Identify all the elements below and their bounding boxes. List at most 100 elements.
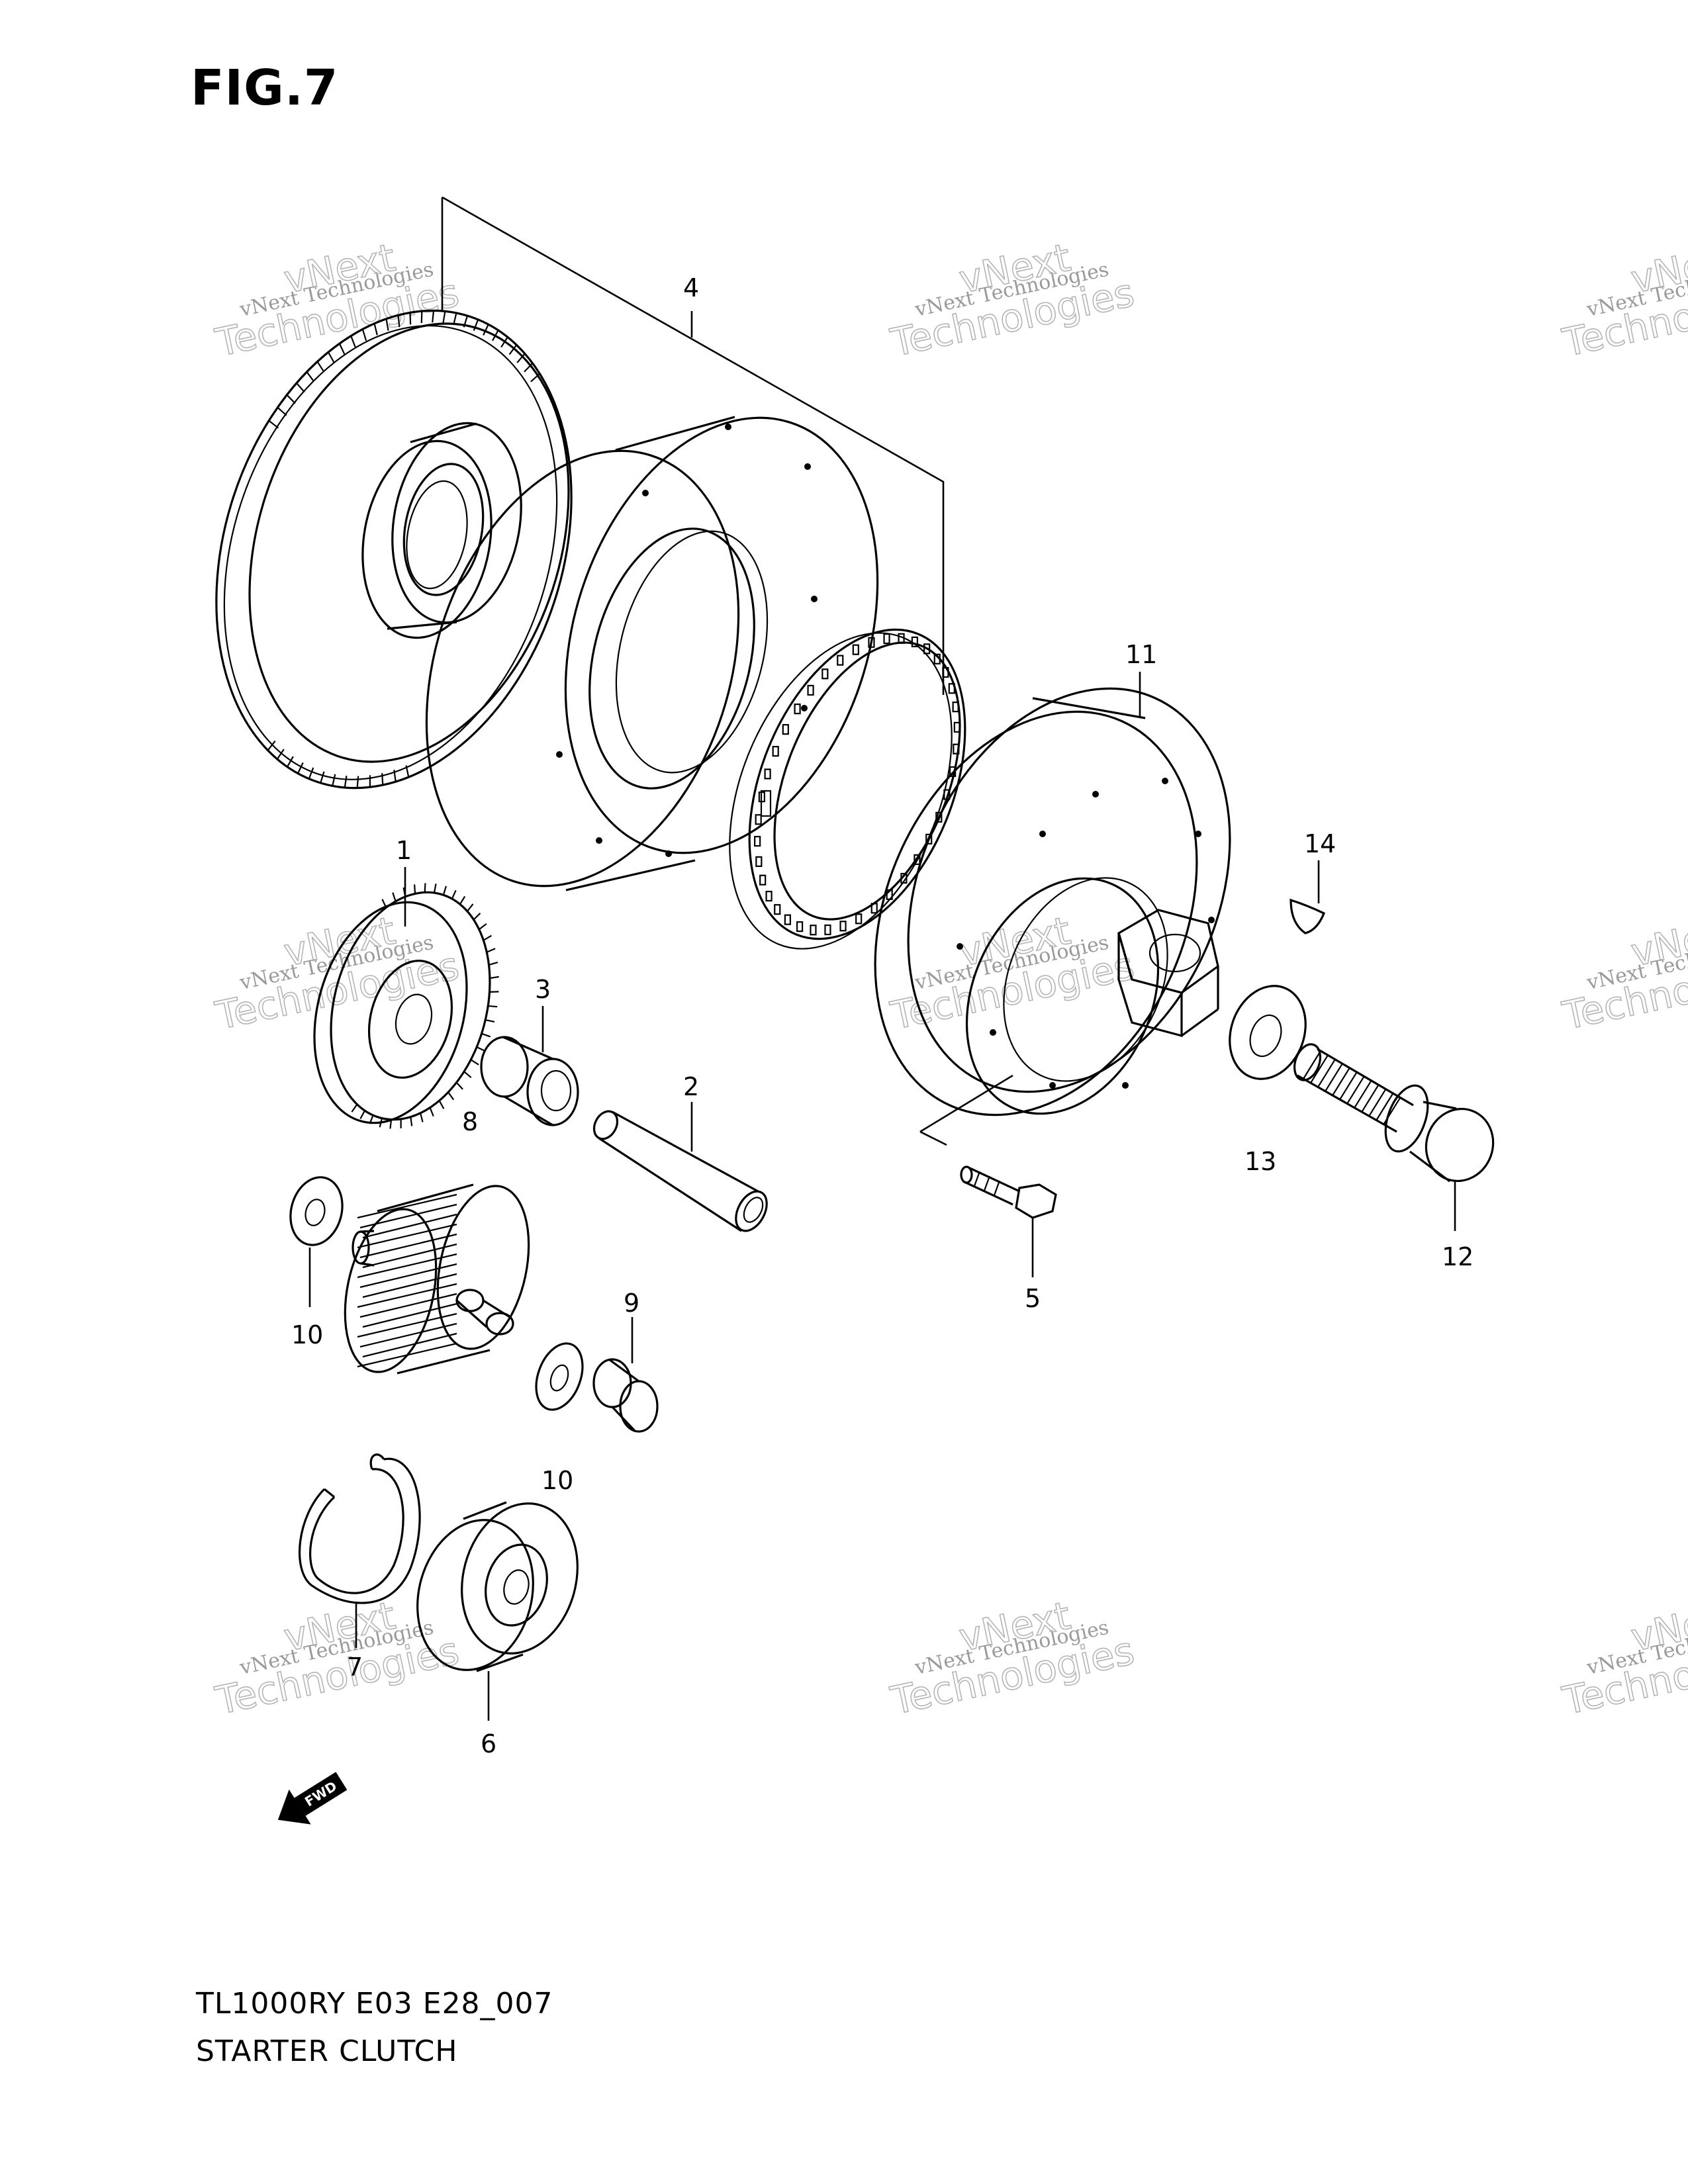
bracket-part-5b [919,1130,947,1146]
thread [1332,1067,1350,1096]
idle-gear-shaft [592,1110,768,1232]
idle-gear-2-tooth [357,1253,457,1279]
sprag [898,633,905,644]
sprag [794,704,801,715]
sprag [837,655,844,666]
gear-tooth [296,383,305,393]
callout-5: 5 [1025,1284,1041,1313]
bolt-threads [1303,1050,1401,1125]
sprag [821,668,829,680]
watermark-text: vNext [1627,908,1688,976]
sprag [953,743,960,754]
sprag [870,903,878,914]
gear-tooth [320,771,325,784]
idle-gear-tooth [489,962,498,966]
thread [1376,1092,1394,1121]
gear-tooth [500,336,508,348]
idle-gear-2-tooth [359,1203,457,1229]
bushing-9 [592,1358,659,1433]
sprag [914,854,921,865]
idle-gear-tooth [413,884,416,894]
idle-gear-tooth [488,1005,498,1008]
idle-gear-tooth [359,1110,365,1119]
idle-gear-tooth [389,1119,393,1129]
gear-tooth [297,762,304,774]
idle-gear-2-tooth [362,1273,457,1298]
gear-tooth [287,756,294,768]
gear-tooth [405,765,410,778]
idle-gear-2-tooth [359,1263,457,1289]
idle-gear-tooth [351,1104,358,1113]
section-name: STARTER CLUTCH [196,2034,458,2068]
idle-gear-tooth [410,1116,413,1126]
one-way-clutch [729,628,966,950]
idle-gear-tooth [470,1059,479,1066]
sprag [868,637,875,648]
idle-gear-tooth [392,892,397,902]
sprag [925,833,933,844]
callout-9: 9 [624,1289,639,1318]
bracket-part-4 [441,196,945,695]
gear-tooth [361,329,367,341]
forward-direction-marker: FWD [277,1772,348,1825]
idle-gear-2-tooth [362,1332,457,1358]
leader-lines [308,672,1456,1721]
thread [1368,1088,1387,1117]
gear-tooth [332,774,336,786]
bolt-5 [960,1165,1057,1219]
callout-13: 13 [1244,1147,1276,1176]
idle-gear-tooth [486,948,496,953]
sprag [886,889,893,900]
sprag [807,684,814,696]
sprag [754,836,761,847]
washer-10-left [289,1176,344,1246]
callout-2: 2 [683,1072,699,1101]
idle-gear-tooth [489,976,499,979]
gear-tooth [356,776,359,788]
callout-7: 7 [347,1653,363,1682]
sprag [883,633,890,645]
idle-gear-2-tooth [359,1233,457,1259]
gear-tooth [338,343,346,355]
gear-tooth [432,310,435,323]
callout-1: 1 [396,836,412,865]
washer-9 [535,1342,584,1411]
gear-tooth [393,770,397,782]
circlip-7 [299,1453,421,1604]
sprag [755,814,762,825]
callout-11: 11 [1125,640,1157,669]
sprag [911,636,919,647]
sprag [784,914,791,925]
gear-tooth [385,318,389,331]
idle-gear-2-tooth [357,1283,457,1308]
idle-gear-tooth [467,903,474,912]
sprag [852,644,859,655]
idle-gear-tooth [447,1091,455,1101]
gear-tooth [327,351,335,363]
bolt-12 [1293,1043,1495,1183]
thread [1325,1063,1343,1092]
sprag [935,811,943,823]
gear-tooth [453,312,457,325]
gear-tooth [524,363,534,373]
gear-tooth [267,740,276,751]
sprag [953,721,961,733]
idle-gear-tooth [459,895,466,905]
gear-tooth [492,330,499,341]
idle-gear-tooth [429,1107,434,1117]
gear-teeth [267,310,541,788]
gear-tooth [473,319,479,332]
callout-10-right: 10 [541,1466,573,1495]
starter-driven-gear [215,309,573,790]
idle-gear-tooth [369,1115,374,1124]
sprag [923,643,931,655]
woodruff-key [1289,898,1326,934]
callout-4: 4 [683,273,699,302]
idle-gear-tooth [483,934,492,941]
sprag [943,789,951,800]
idle-gear-2-tooth [357,1223,457,1249]
